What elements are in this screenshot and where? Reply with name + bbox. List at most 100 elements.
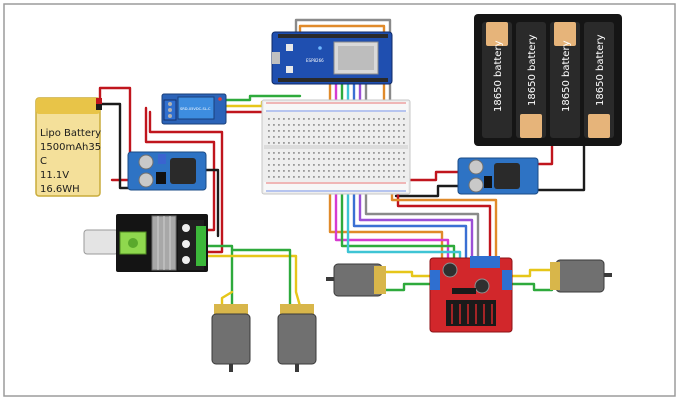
breadboard-hole xyxy=(393,124,395,126)
breadboard-rail-bottom xyxy=(264,182,408,192)
breadboard-hole xyxy=(308,130,310,132)
breadboard-hole xyxy=(348,170,350,172)
breadboard-hole xyxy=(293,118,295,120)
breadboard-hole xyxy=(288,130,290,132)
breadboard-hole xyxy=(323,136,325,138)
breadboard-hole xyxy=(273,130,275,132)
cell-1: 18650 battery xyxy=(482,22,512,138)
breadboard-hole xyxy=(338,124,340,126)
breadboard-hole xyxy=(303,170,305,172)
breadboard-hole xyxy=(308,152,310,154)
breadboard-hole xyxy=(338,164,340,166)
breadboard-hole xyxy=(338,142,340,144)
motor-right-shaft xyxy=(604,273,612,277)
breadboard-hole xyxy=(343,152,345,154)
buck-left-cap-1 xyxy=(138,154,154,170)
breadboard-hole xyxy=(328,164,330,166)
nodemcu-board: ESP8266 xyxy=(271,31,393,85)
breadboard-hole xyxy=(288,152,290,154)
cell-1-body xyxy=(482,22,512,138)
breadboard-hole xyxy=(343,176,345,178)
breadboard-hole xyxy=(378,164,380,166)
relay-screw-2 xyxy=(168,108,172,112)
motor-left-shaft xyxy=(326,277,334,281)
wire-relay-green xyxy=(224,94,302,102)
breadboard-hole xyxy=(388,152,390,154)
breadboard-hole xyxy=(278,176,280,178)
breadboard-hole xyxy=(353,136,355,138)
breadboard-hole xyxy=(333,152,335,154)
pwm-knob-dot xyxy=(128,238,138,248)
breadboard-hole xyxy=(288,158,290,160)
breadboard-hole xyxy=(308,124,310,126)
breadboard-hole xyxy=(323,118,325,120)
breadboard-hole xyxy=(298,176,300,178)
breadboard-hole xyxy=(383,170,385,172)
buck-converter-left xyxy=(127,151,207,191)
motor-bottom-left xyxy=(211,304,251,372)
breadboard-hole xyxy=(318,136,320,138)
breadboard-hole xyxy=(348,130,350,132)
buck-right-inductor xyxy=(494,163,520,189)
breadboard-hole xyxy=(268,158,270,160)
breadboard-hole xyxy=(353,152,355,154)
breadboard-hole xyxy=(313,118,315,120)
breadboard-hole xyxy=(273,164,275,166)
lipo-label-line4: 11.1V xyxy=(40,170,69,181)
breadboard-hole xyxy=(268,124,270,126)
breadboard-hole xyxy=(398,176,400,178)
breadboard-hole xyxy=(358,130,360,132)
breadboard-hole xyxy=(268,118,270,120)
breadboard-hole xyxy=(318,170,320,172)
breadboard-hole xyxy=(388,142,390,144)
breadboard-hole xyxy=(308,118,310,120)
breadboard-hole xyxy=(393,164,395,166)
breadboard-hole xyxy=(348,118,350,120)
buck-right-ic xyxy=(484,176,492,188)
breadboard-hole xyxy=(298,130,300,132)
breadboard-hole xyxy=(338,118,340,120)
breadboard-hole xyxy=(353,170,355,172)
breadboard-hole xyxy=(318,130,320,132)
breadboard-hole xyxy=(268,170,270,172)
breadboard-hole xyxy=(398,170,400,172)
buck-left-inductor xyxy=(170,158,196,184)
nodemcu-label: ESP8266 xyxy=(306,58,324,63)
breadboard-hole xyxy=(323,164,325,166)
breadboard-hole xyxy=(298,158,300,160)
breadboard-hole xyxy=(383,136,385,138)
battery-holder-18650: 18650 battery 18650 battery 18650 batter… xyxy=(474,14,622,146)
breadboard-hole xyxy=(298,170,300,172)
breadboard-hole xyxy=(308,158,310,160)
breadboard-hole xyxy=(378,124,380,126)
breadboard-hole xyxy=(363,124,365,126)
breadboard-hole xyxy=(318,158,320,160)
breadboard-hole xyxy=(283,164,285,166)
wire-esc-green xyxy=(204,244,234,308)
breadboard-hole xyxy=(343,158,345,160)
breadboard-hole xyxy=(323,152,325,154)
breadboard-hole xyxy=(398,158,400,160)
breadboard-hole xyxy=(338,130,340,132)
breadboard-hole xyxy=(383,176,385,178)
breadboard-hole xyxy=(373,124,375,126)
buck-right-cap-2 xyxy=(468,177,484,193)
breadboard-hole xyxy=(273,158,275,160)
breadboard-hole xyxy=(403,164,405,166)
breadboard-hole xyxy=(353,176,355,178)
motor-right xyxy=(550,259,612,293)
cell-2: 18650 battery xyxy=(516,22,546,138)
breadboard-hole xyxy=(343,130,345,132)
lipo-label-line1: Lipo Battery xyxy=(40,128,101,139)
breadboard-hole xyxy=(403,136,405,138)
relay-screw-1 xyxy=(168,102,172,106)
breadboard-hole xyxy=(348,124,350,126)
breadboard-hole xyxy=(383,118,385,120)
breadboard-hole xyxy=(388,170,390,172)
lipo-terminal-black xyxy=(96,104,102,110)
breadboard-hole xyxy=(393,176,395,178)
breadboard-hole xyxy=(383,124,385,126)
buck-converter-right xyxy=(457,157,539,195)
breadboard-hole xyxy=(378,130,380,132)
breadboard-hole xyxy=(333,176,335,178)
